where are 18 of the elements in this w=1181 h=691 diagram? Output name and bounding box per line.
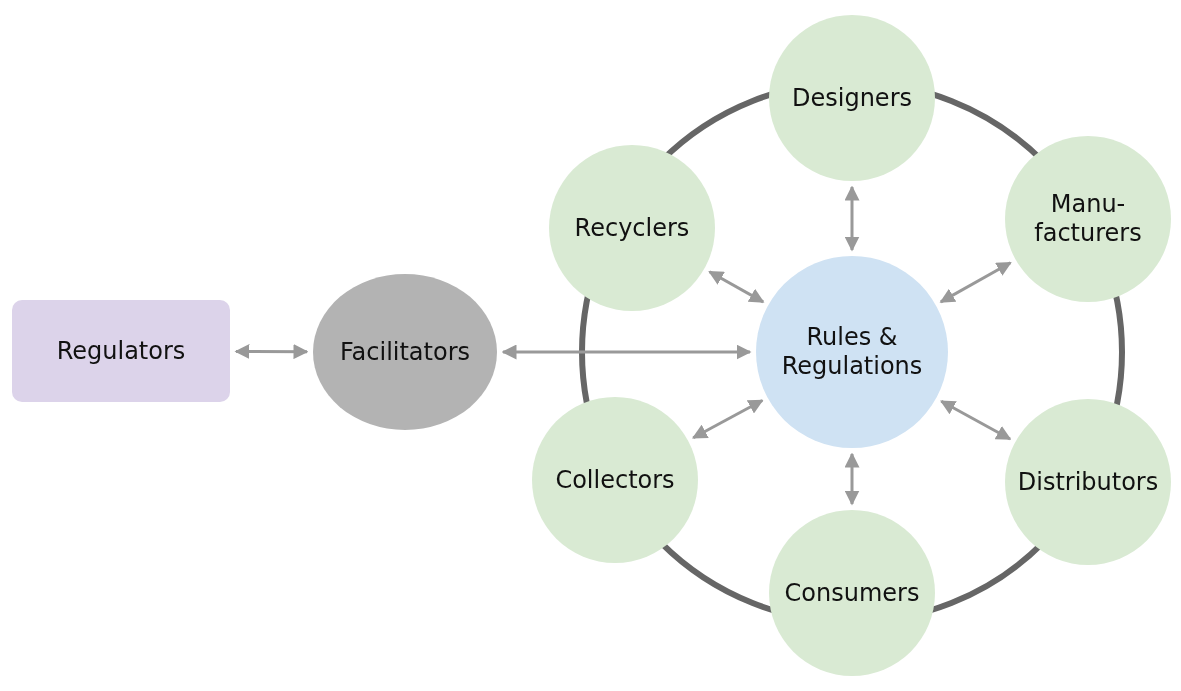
node-label: Recyclers — [574, 213, 690, 243]
node-label: Facilitators — [339, 337, 471, 367]
double-arrow — [844, 185, 860, 252]
node-label: Manu- facturers — [1033, 190, 1143, 248]
double-arrow — [234, 343, 309, 360]
double-arrow — [940, 399, 1012, 441]
node-label: Collectors — [555, 465, 675, 495]
double-arrow — [501, 344, 752, 360]
node-label: Consumers — [784, 578, 920, 608]
node-label: Rules & Regulations — [780, 323, 924, 381]
regulator-box — [12, 300, 230, 402]
double-arrow — [939, 261, 1012, 304]
node-label: Distributors — [1017, 467, 1159, 497]
double-arrow — [692, 399, 764, 440]
double-arrow — [708, 270, 765, 304]
node-label: Designers — [792, 83, 912, 113]
node-label: Regulators — [56, 336, 186, 366]
double-arrow — [844, 452, 860, 506]
